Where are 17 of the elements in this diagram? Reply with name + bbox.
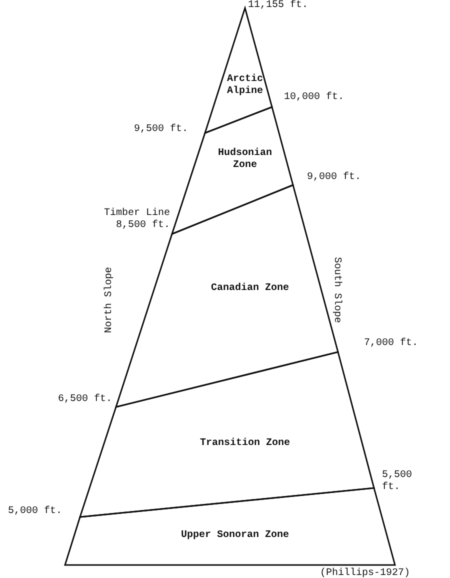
elevation-label: 7,000 ft. (364, 338, 418, 350)
zone-name: Upper Sonoran Zone (180, 530, 290, 542)
elevation-label: 5,500 ft. (382, 470, 414, 494)
zone-name: Hudsonian Zone (216, 148, 273, 172)
slope-label: North Slope (104, 267, 116, 333)
elevation-label: 9,000 ft. (307, 172, 362, 184)
elevation-label: 6,500 ft. (58, 394, 112, 406)
source-caption: (Phillips-1927) (320, 568, 410, 578)
zone-name: Transition Zone (198, 438, 291, 450)
slope-label: South Slope (330, 257, 342, 323)
zone-name: Canadian Zone (210, 283, 290, 295)
zone-name: Arctic Alpine (226, 74, 264, 98)
elevation-label: 11,155 ft. (248, 0, 308, 12)
elevation-label: 5,000 ft. (8, 506, 62, 518)
timber-line-label: Timber Line 8,500 ft. (102, 208, 170, 232)
elevation-label: 10,000 ft. (284, 92, 344, 104)
elevation-label: 9,500 ft. (134, 124, 188, 136)
